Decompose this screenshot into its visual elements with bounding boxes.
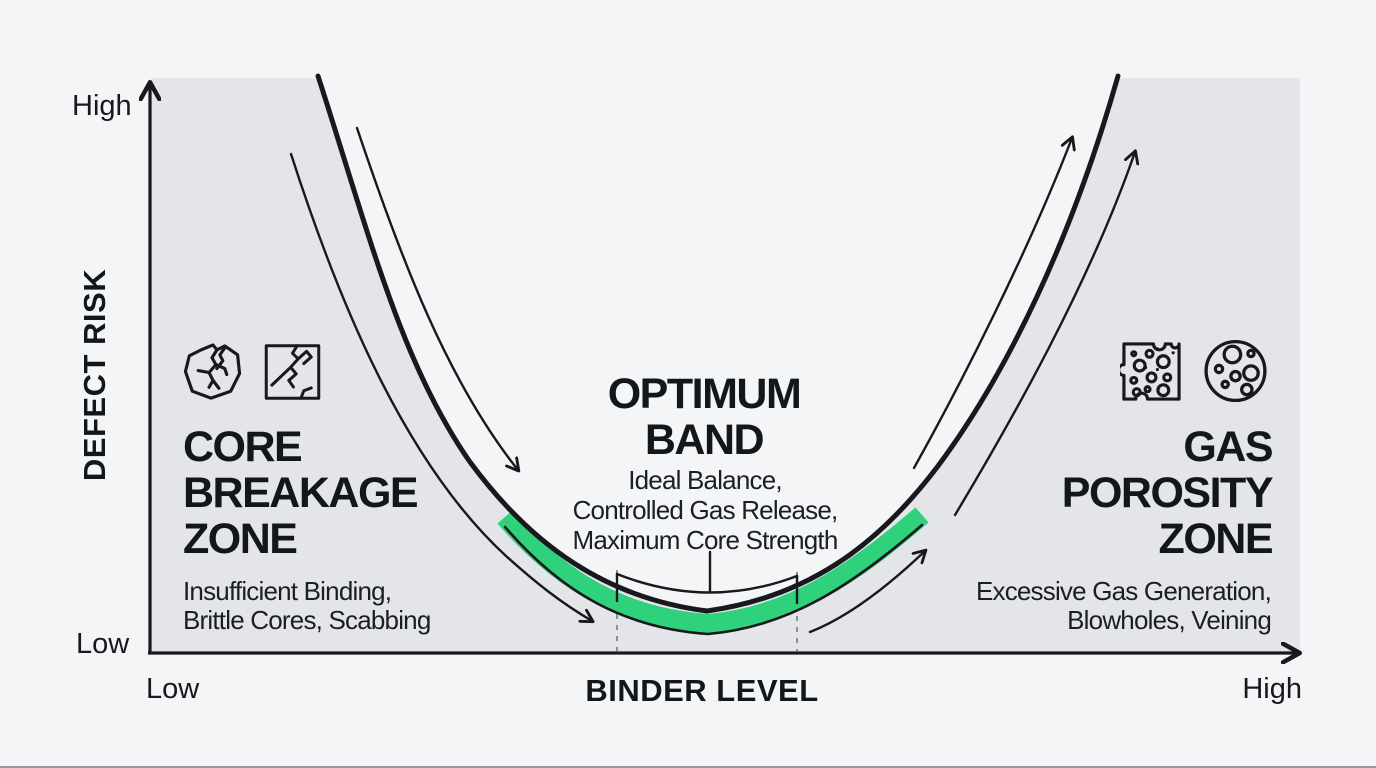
core-breakage-zone-subtitle: Insufficient Binding, Brittle Cores, Sca…	[183, 577, 431, 635]
y-axis-low-label: Low	[76, 628, 130, 660]
falling-risk-arrow-inner	[355, 126, 518, 470]
core-breakage-zone-title: CORE BREAKAGE ZONE	[183, 423, 419, 563]
gas-porosity-zone-title: GAS POROSITY ZONE	[1061, 423, 1274, 563]
gas-porosity-zone-subtitle: Excessive Gas Generation, Blowholes, Vei…	[975, 576, 1272, 635]
zone-title-line: ZONE	[1158, 515, 1274, 563]
y-axis-title: DEFECT RISK	[77, 268, 112, 482]
zone-title-line: ZONE	[183, 515, 298, 563]
porous-square-icon	[1120, 340, 1183, 403]
x-axis-low-label: Low	[146, 673, 200, 705]
porous-circle-icon	[1202, 338, 1269, 404]
zone-subtitle-line: Insufficient Binding,	[183, 576, 392, 606]
bottom-edge-artifact	[0, 766, 1376, 768]
zone-subtitle-line: Ideal Balance,	[628, 465, 782, 495]
zone-subtitle-line: Excessive Gas Generation,	[975, 576, 1272, 606]
zone-title-line: CORE	[183, 423, 303, 471]
zone-title-line: GAS	[1183, 423, 1273, 471]
plot-area-fill	[151, 78, 1300, 652]
zone-subtitle-line: Maximum Core Strength	[572, 525, 839, 555]
zone-title-line: POROSITY	[1061, 469, 1274, 517]
optimum-band-highlight	[497, 507, 929, 635]
y-axis-high-label: High	[72, 90, 132, 122]
zone-title-line: BAND	[644, 416, 765, 464]
rising-risk-arrow-inner	[912, 138, 1072, 470]
optimum-band-subtitle: Ideal Balance, Controlled Gas Release, M…	[572, 465, 839, 555]
falling-risk-arrow-outer	[289, 152, 592, 621]
zone-subtitle-line: Controlled Gas Release,	[572, 495, 839, 525]
optimum-band-bottom-edge	[503, 523, 924, 636]
zone-title-line: BREAKAGE	[183, 469, 419, 517]
x-axis-high-label: High	[1242, 673, 1302, 705]
rising-risk-arrow-short	[808, 551, 925, 634]
optimum-bracket	[615, 572, 799, 594]
cracked-hexagon-icon	[180, 341, 244, 404]
optimum-band-title: OPTIMUM BAND	[607, 370, 802, 464]
defect-risk-curve	[315, 73, 1121, 614]
zone-subtitle-line: Brittle Cores, Scabbing	[183, 605, 431, 635]
x-axis-title: BINDER LEVEL	[585, 673, 819, 708]
rising-risk-arrow-outer	[953, 152, 1135, 517]
cracked-square-icon	[262, 342, 323, 402]
zone-title-line: OPTIMUM	[607, 370, 802, 418]
zone-subtitle-line: Blowholes, Veining	[1067, 605, 1272, 635]
